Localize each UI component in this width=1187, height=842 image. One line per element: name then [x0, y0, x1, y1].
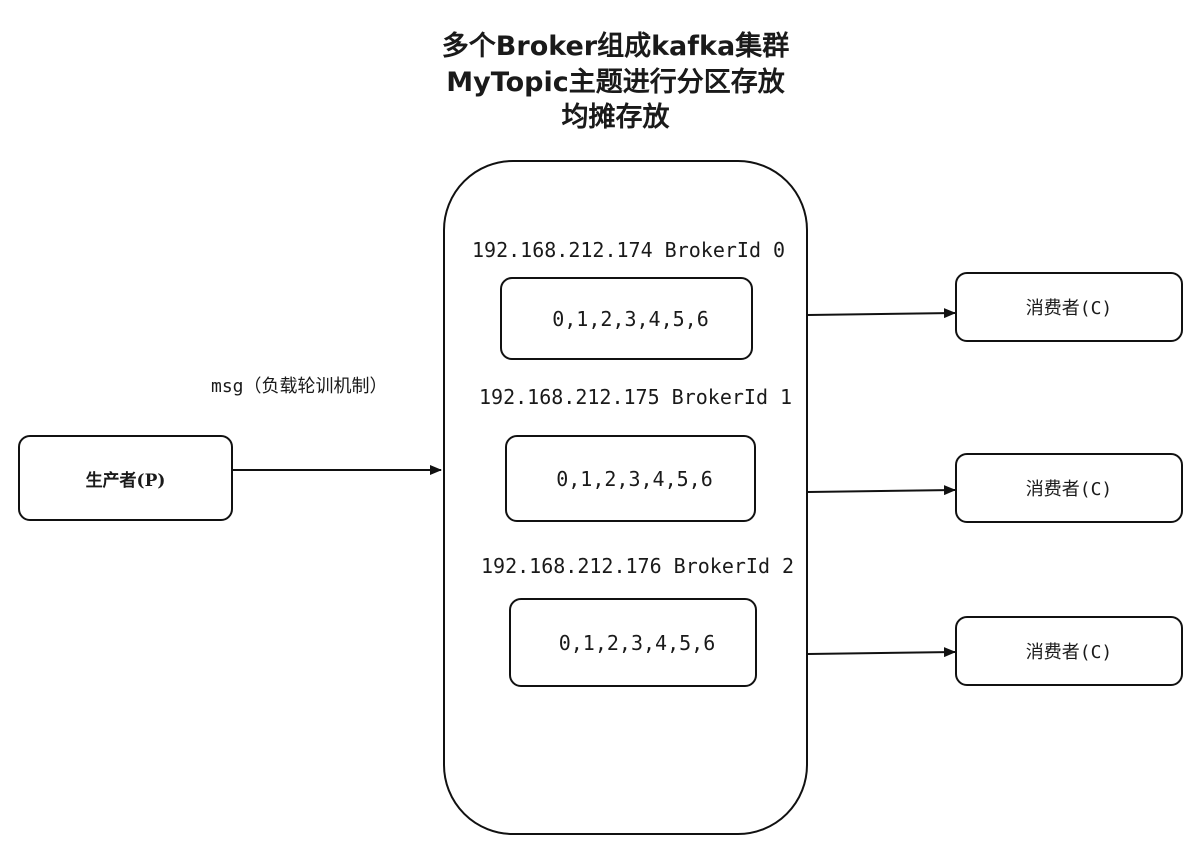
partition-list: 0,1,2,3,4,5,6 [558, 630, 716, 655]
consumer-box: 消费者(C) [955, 453, 1183, 523]
producer-box: 生产者(P) [18, 435, 233, 521]
broker-0-to-consumer-0-arrow [807, 308, 956, 319]
message-routing-label: msg（负载轮训机制） [211, 376, 388, 397]
broker-label: 192.168.212.174 BrokerId 0 [472, 238, 786, 262]
partition-list: 0,1,2,3,4,5,6 [552, 306, 709, 331]
partition-list: 0,1,2,3,4,5,6 [556, 466, 713, 491]
broker-label: 192.168.212.176 BrokerId 2 [481, 554, 795, 578]
consumer-box: 消费者(C) [955, 616, 1183, 686]
diagram-title-line-3: 均摊存放 [561, 102, 670, 133]
consumer-label: 消费者(C) [1025, 642, 1113, 663]
diagram-title-line-2: MyTopic主题进行分区存放 [446, 67, 785, 98]
consumer-label: 消费者(C) [1025, 298, 1113, 319]
broker-label: 192.168.212.175 BrokerId 1 [479, 385, 793, 409]
diagram-title-line-1: 多个Broker组成kafka集群 [441, 31, 790, 62]
broker-partition-box: 0,1,2,3,4,5,6 [509, 598, 757, 687]
broker-partition-box: 0,1,2,3,4,5,6 [505, 435, 756, 522]
producer-label: 生产者(P) [85, 470, 166, 491]
broker-partition-box: 0,1,2,3,4,5,6 [500, 277, 753, 360]
consumer-box: 消费者(C) [955, 272, 1183, 342]
broker-2-to-consumer-2-arrow [807, 647, 956, 658]
consumer-label: 消费者(C) [1025, 479, 1113, 500]
broker-1-to-consumer-1-arrow [807, 485, 956, 496]
